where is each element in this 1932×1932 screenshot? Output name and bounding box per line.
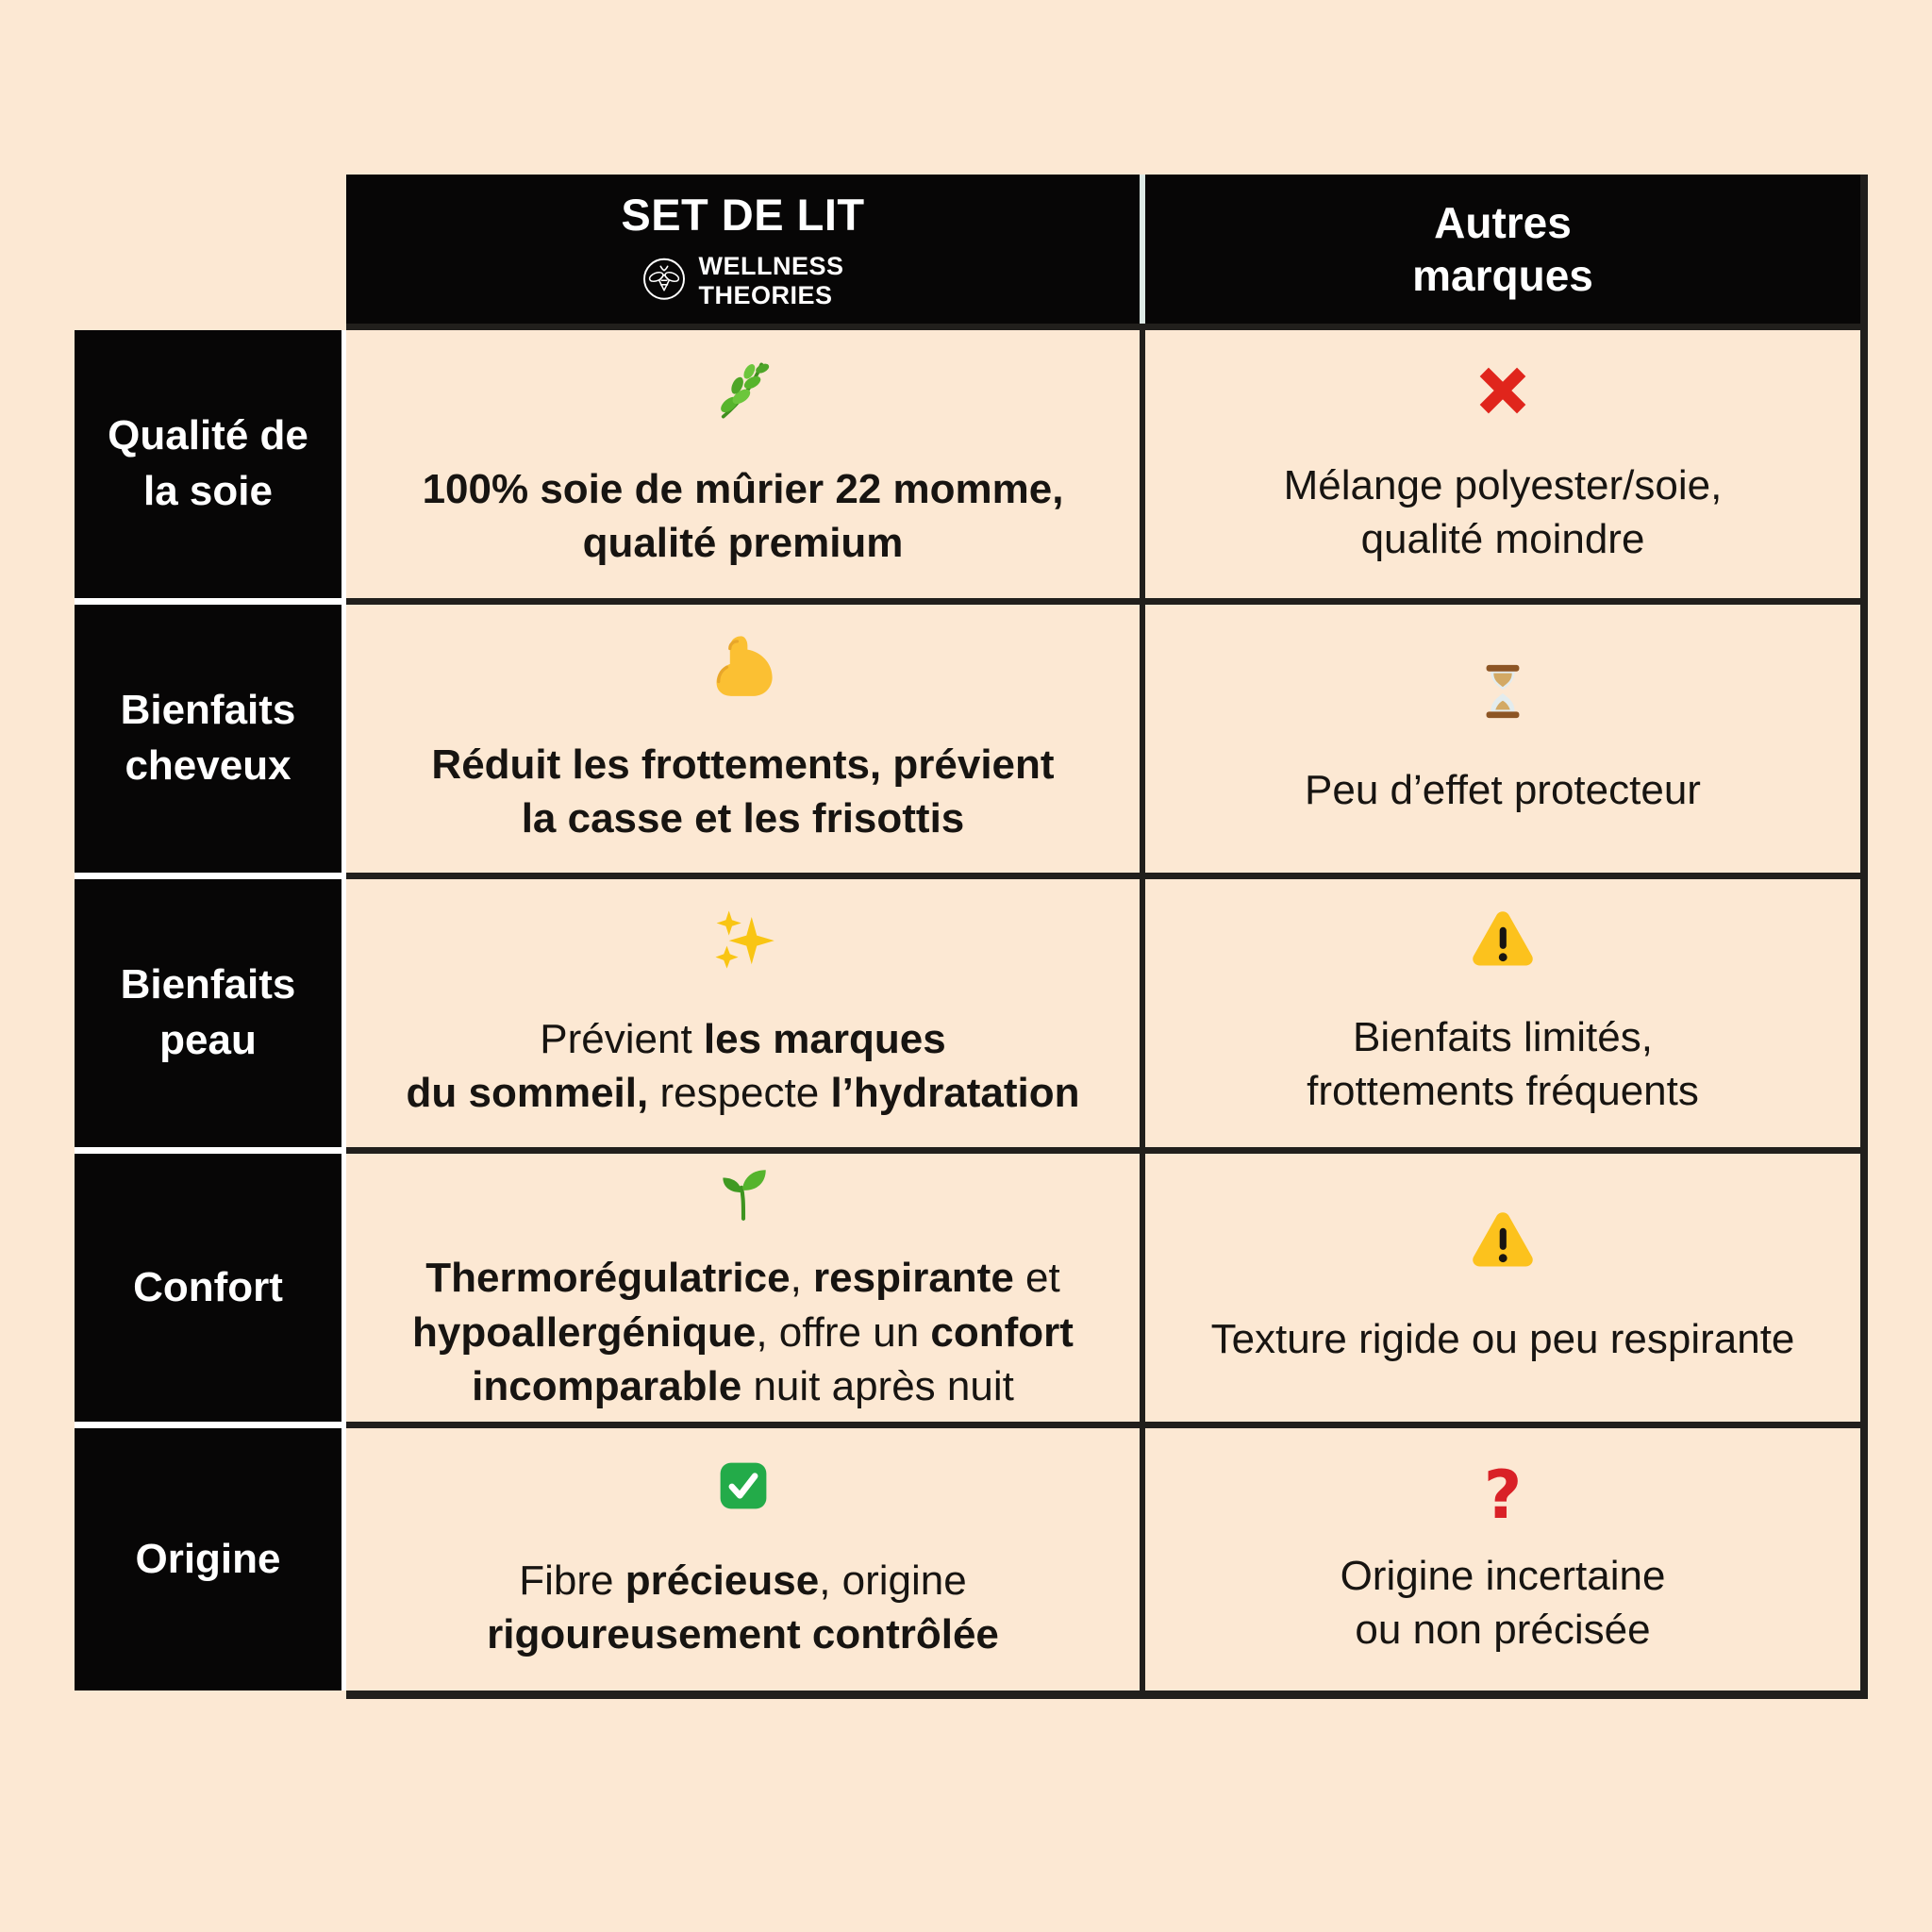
flexed-biceps-icon [710, 632, 776, 711]
seedling-icon [712, 1162, 774, 1238]
row-label-comfort: Confort [75, 1154, 341, 1422]
cell-other-hair-benefits: Peu d’effet protecteur [1145, 605, 1860, 873]
brand-header-title: SET DE LIT [621, 190, 865, 241]
hourglass-icon [1474, 660, 1532, 736]
warning-icon [1469, 908, 1537, 984]
row-label-origin: Origine [75, 1428, 341, 1690]
check-button-icon [715, 1457, 772, 1527]
header-divider [1140, 175, 1145, 324]
cell-text: Peu d’effet protecteur [1305, 766, 1701, 813]
cell-other-skin-benefits: Bienfaits limités,frottements fréquents [1145, 879, 1860, 1147]
row-label-text: Confort [133, 1263, 283, 1310]
warning-icon [1469, 1209, 1537, 1285]
red-question-icon: ? [1483, 1456, 1523, 1534]
cell-other-silk-quality: Mélange polyester/soie,qualité moindre [1145, 330, 1860, 598]
cell-text: Texture rigide ou peu respirante [1210, 1315, 1795, 1362]
cell-other-comfort: Texture rigide ou peu respirante [1145, 1154, 1860, 1422]
cross-mark-icon [1474, 362, 1531, 432]
sparkles-icon [710, 907, 776, 986]
bee-logo-icon [641, 256, 687, 306]
cell-text: Bienfaits limités,frottements fréquents [1307, 1013, 1699, 1115]
row-label-text: Origine [135, 1535, 281, 1582]
cell-text: Mélange polyester/soie,qualité moindre [1283, 461, 1723, 563]
herb-icon [711, 358, 775, 436]
cell-text: 100% soie de mûrier 22 momme,qualité pre… [422, 465, 1064, 567]
cell-brand-silk-quality: 100% soie de mûrier 22 momme,qualité pre… [346, 330, 1140, 598]
